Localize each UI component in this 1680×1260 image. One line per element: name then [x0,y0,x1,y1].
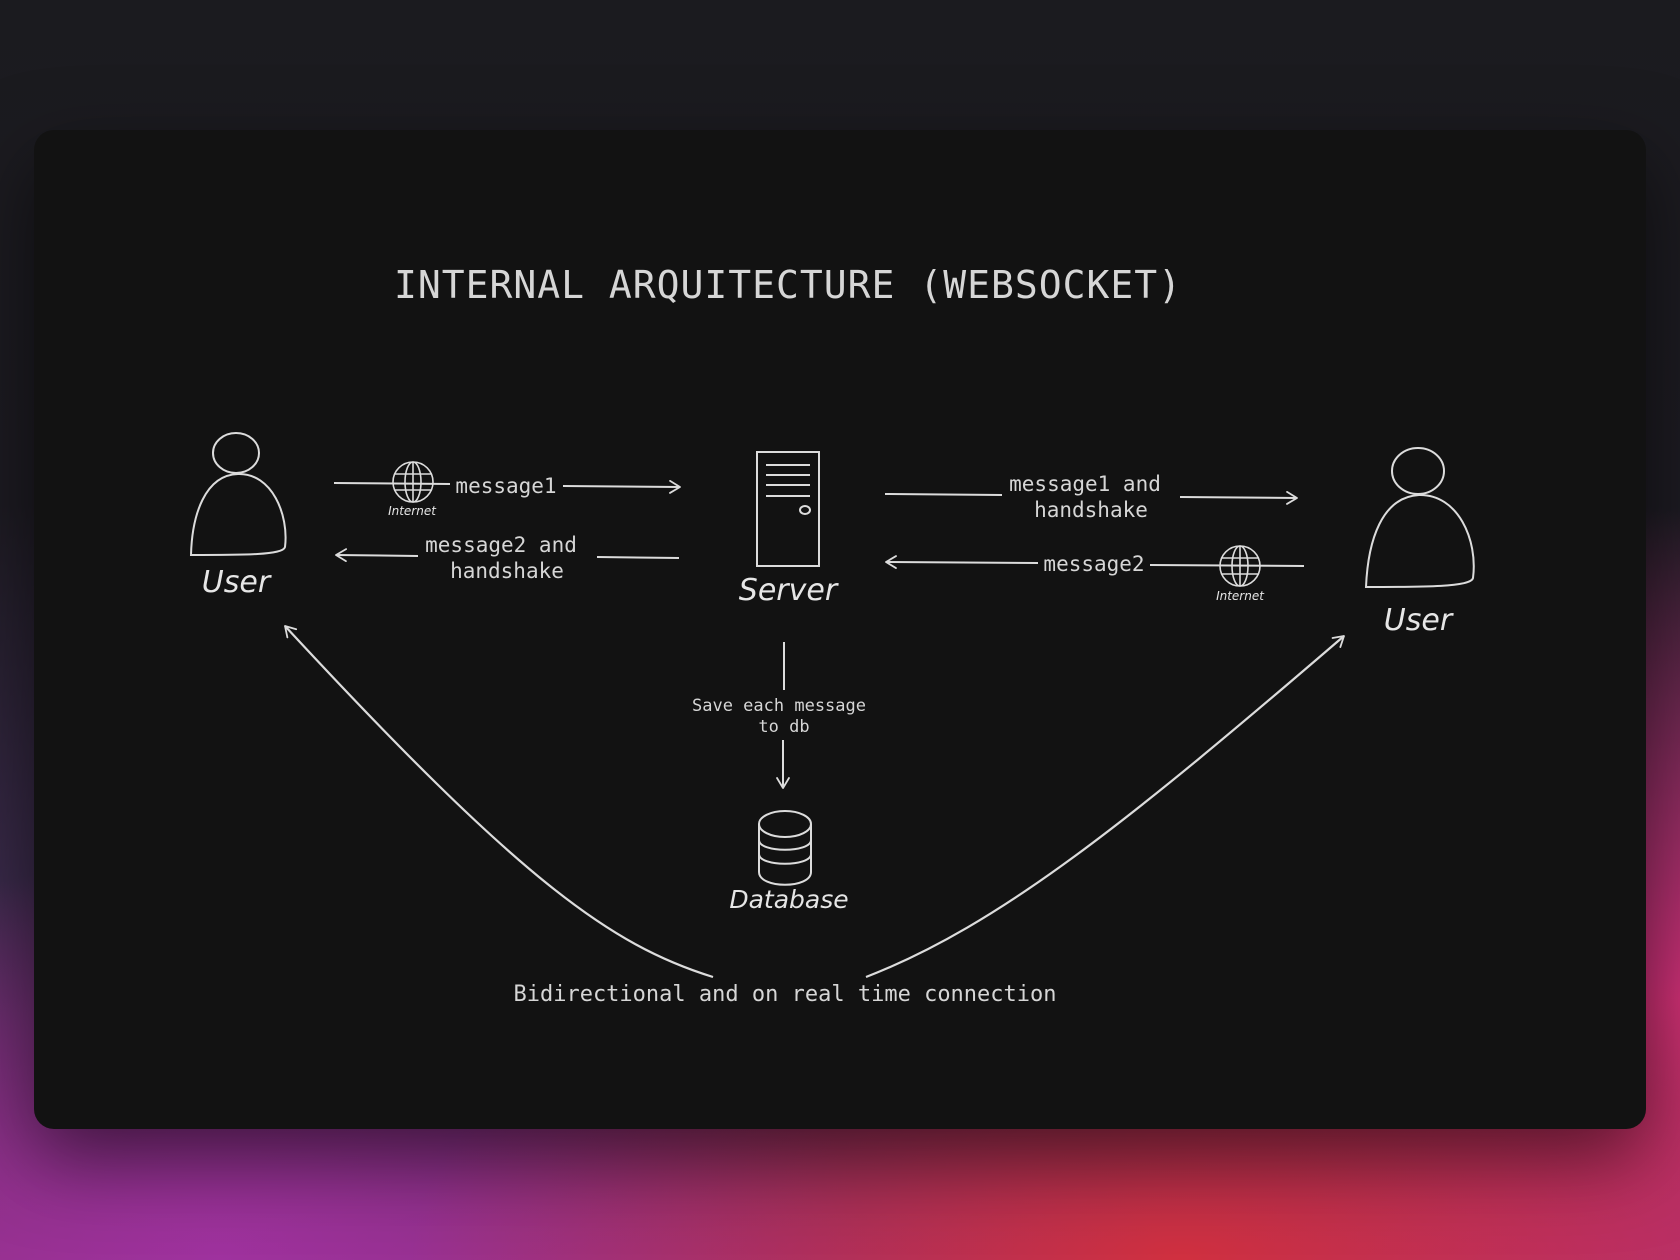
arrow-message1-right [884,491,1298,505]
left-user-label: User [202,565,272,600]
arrow-message2-left [335,548,680,563]
arrow-save-to-db [776,642,790,789]
database-label: Database [729,885,848,914]
edge-label-message1-right-2: handshake [1034,498,1148,522]
page-title: INTERNAL ARQUITECTURE (WEBSOCKET) [394,263,1182,307]
arrow-message2-right [885,555,1305,569]
edge-label-save-1: Save each message [692,696,866,716]
edge-label-message2-left-2: handshake [450,559,564,583]
globe-icon [392,461,434,503]
diagram-card [34,130,1646,1129]
right-user-label: User [1384,603,1454,638]
edge-label-message2-left-1: message2 and [425,533,577,557]
curve-arrow-left [284,625,714,979]
database-icon [758,810,812,886]
internet-left-label: Internet [388,504,437,518]
left-user-icon [189,432,287,557]
edge-label-save-2: to db [758,717,809,737]
edge-label-message1-left: message1 [455,474,556,498]
edge-label-message2-right: message2 [1043,552,1144,576]
right-user-icon [1364,447,1475,589]
arrow-message1-left [333,480,681,494]
edge-label-message1-right-1: message1 and [1009,472,1161,496]
curve-arrow-right [865,635,1345,979]
server-label: Server [739,573,839,608]
internet-right-label: Internet [1216,589,1265,603]
footer-caption: Bidirectional and on real time connectio… [513,982,1056,1007]
server-icon [756,451,820,567]
